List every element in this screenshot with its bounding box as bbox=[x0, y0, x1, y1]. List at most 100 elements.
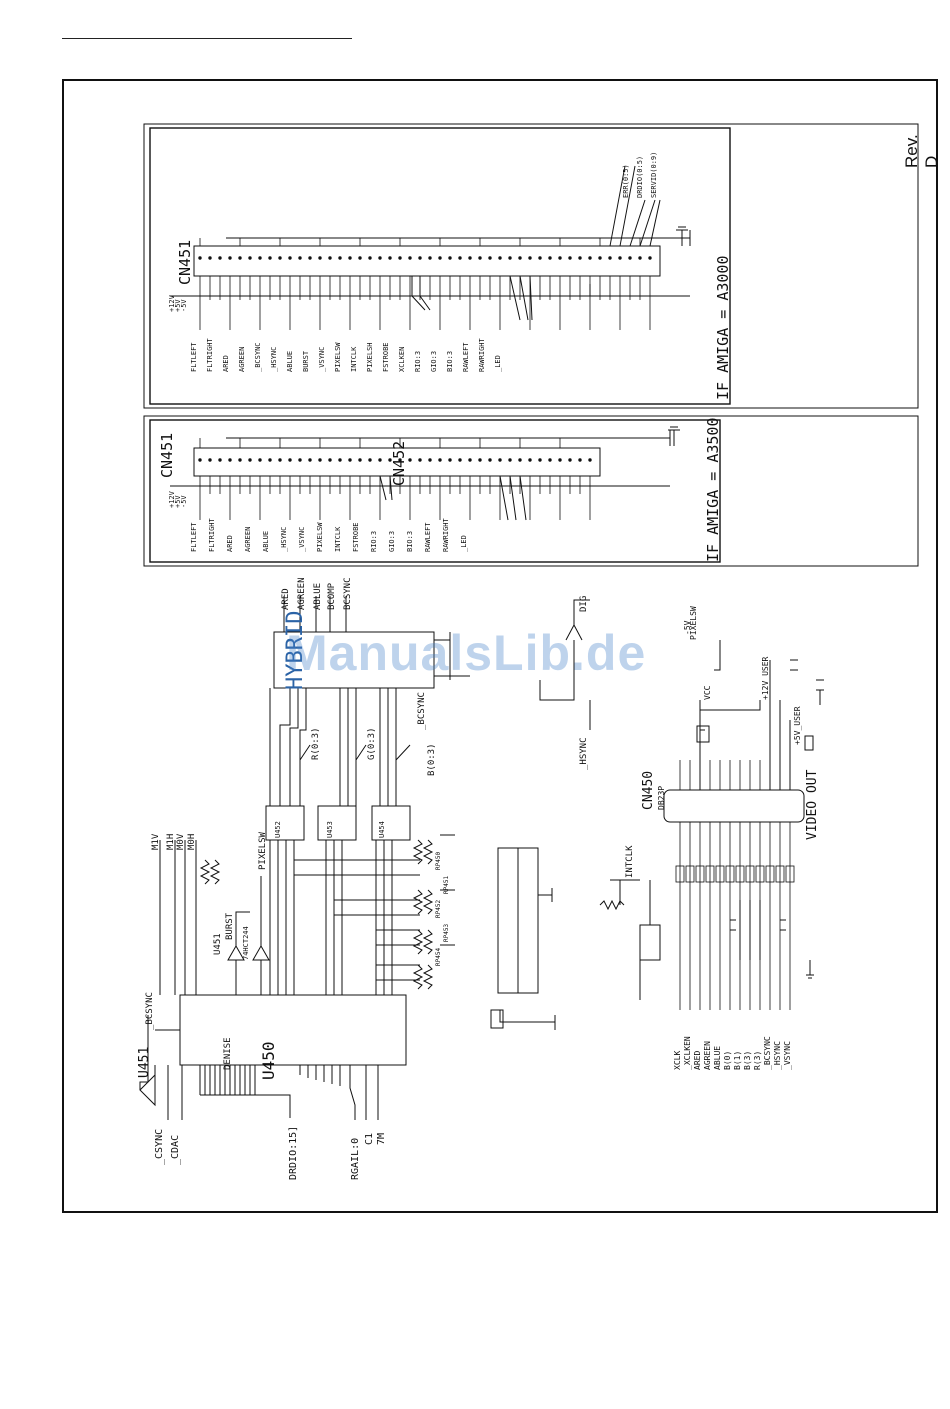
a3000-pin bbox=[558, 256, 562, 260]
net-m1v: M1V bbox=[151, 833, 161, 850]
video-out-label: VIDEO OUT bbox=[805, 769, 820, 840]
a3500-pin bbox=[278, 458, 282, 462]
a3000-signal-label: BURST bbox=[302, 350, 310, 372]
a3500-power-label: -5V bbox=[180, 495, 188, 508]
ferrite-bead bbox=[705, 865, 715, 883]
cn450-signal-label: R(3) bbox=[753, 1051, 762, 1070]
a3500-cn451-label: CN451 bbox=[158, 433, 176, 478]
a3500-pin bbox=[318, 458, 322, 462]
a3500-signal-label: GIO:3 bbox=[388, 531, 396, 552]
ferrite-bead bbox=[755, 865, 765, 883]
cn450-signal-label: AGREEN bbox=[703, 1041, 712, 1070]
a3500-pin bbox=[198, 458, 202, 462]
ferrite-bead bbox=[735, 865, 745, 883]
a3000-signal-label: ABLUE bbox=[286, 351, 294, 372]
a3000-pin bbox=[438, 256, 442, 260]
ferrite-bead bbox=[785, 865, 795, 883]
a3000-pin bbox=[348, 256, 352, 260]
a3000-signal-label: FLTRIGHT bbox=[206, 337, 214, 372]
a3500-condition-label: IF AMIGA = A3500 bbox=[704, 418, 722, 563]
a3500-signal-label: RAWRIGHT bbox=[442, 517, 450, 552]
net-b-bus: B(0:3) bbox=[427, 743, 437, 776]
a3500-signal-label: _HSYNC bbox=[280, 527, 288, 552]
a3000-pin bbox=[338, 256, 342, 260]
net-m1h: M1H bbox=[166, 834, 176, 850]
a3500-pin bbox=[568, 458, 572, 462]
a3000-pin bbox=[268, 256, 272, 260]
cn450-signal-label: _BCSYNC bbox=[763, 1036, 772, 1070]
buffer-top-part: 74HCT244 bbox=[242, 926, 250, 960]
ferrite-bead bbox=[685, 865, 695, 883]
a3000-pin bbox=[498, 256, 502, 260]
net-ared: ARED bbox=[281, 588, 291, 610]
a3000-pin bbox=[448, 256, 452, 260]
ferrite-bead bbox=[725, 865, 735, 883]
a3500-signal-label: FLTLEFT bbox=[190, 522, 198, 552]
a3000-pin bbox=[328, 256, 332, 260]
a3500-pin bbox=[268, 458, 272, 462]
a3500-pin bbox=[258, 458, 262, 462]
resistor-pack-label: RP450 bbox=[435, 852, 442, 870]
a3500-pin bbox=[328, 458, 332, 462]
net-neg5v: -5V bbox=[683, 620, 692, 635]
a3000-pin bbox=[258, 256, 262, 260]
a3500-pin bbox=[208, 458, 212, 462]
net-r-bus: R(0:3) bbox=[311, 727, 321, 760]
u450-part-label: DENISE bbox=[223, 1037, 233, 1070]
hybrid-label: HYBRID bbox=[283, 611, 308, 690]
ferrite-bead bbox=[695, 865, 705, 883]
a3500-pin bbox=[468, 458, 472, 462]
a3000-pin bbox=[628, 256, 632, 260]
latch-u454 bbox=[371, 805, 411, 841]
net-pos5-user: +5V_USER bbox=[793, 706, 802, 745]
a3000-pin bbox=[408, 256, 412, 260]
a3000-pin bbox=[618, 256, 622, 260]
header-rule bbox=[62, 38, 352, 39]
latch-u452 bbox=[265, 805, 305, 841]
a3000-pin bbox=[428, 256, 432, 260]
a3000-pin bbox=[378, 256, 382, 260]
a3500-pin bbox=[368, 458, 372, 462]
u451b-label: U451 bbox=[213, 933, 223, 955]
a3500-signal-label: FLTRIGHT bbox=[208, 517, 216, 552]
a3000-signal-label: _HSYNC bbox=[270, 347, 278, 372]
a3000-panel-inner bbox=[149, 127, 731, 405]
a3000-signal-label: INTCLK bbox=[350, 346, 358, 372]
a3000-signal-label: ARED bbox=[222, 355, 230, 372]
a3000-pin bbox=[488, 256, 492, 260]
a3000-pin bbox=[478, 256, 482, 260]
a3500-pin bbox=[488, 458, 492, 462]
a3000-signal-label: GIO:3 bbox=[430, 351, 438, 372]
net-agreen: AGREEN bbox=[297, 577, 307, 610]
a3000-signal-label: PIXELSW bbox=[334, 342, 342, 372]
ferrite-bead bbox=[715, 865, 725, 883]
a3000-pin bbox=[518, 256, 522, 260]
a3000-right-signal-label: SERVID(0:9) bbox=[650, 152, 658, 198]
a3000-signal-label: _VSYNC bbox=[318, 347, 326, 372]
a3500-pin bbox=[508, 458, 512, 462]
a3500-pin bbox=[378, 458, 382, 462]
a3000-pin bbox=[528, 256, 532, 260]
a3000-pin bbox=[468, 256, 472, 260]
net-bcomp: BCOMP bbox=[327, 582, 337, 610]
net-cn450-vcc: VCC bbox=[703, 685, 712, 700]
a3500-signal-label: PIXELSW bbox=[316, 522, 324, 552]
net-bcsync-out: BCSYNC bbox=[343, 577, 353, 610]
u450-label: U450 bbox=[259, 1041, 278, 1080]
net-bcsync-mid: _BCSYNC bbox=[417, 692, 427, 730]
a3500-power-label: +5V bbox=[174, 495, 182, 508]
net-g-bus: G(0:3) bbox=[367, 727, 377, 760]
a3000-signal-label: PIXELSH bbox=[366, 342, 374, 372]
cn450-part-label: DB23P bbox=[657, 786, 666, 810]
a3000-pin bbox=[318, 256, 322, 260]
latch-label: U453 bbox=[326, 821, 334, 838]
a3500-pin bbox=[288, 458, 292, 462]
a3500-signal-label: RAWLEFT bbox=[424, 522, 432, 552]
a3000-pin bbox=[278, 256, 282, 260]
denise-body bbox=[179, 994, 407, 1066]
net-intclk: INTCLK bbox=[625, 845, 635, 878]
a3500-pin bbox=[298, 458, 302, 462]
cn450-signal-label: _XCLKEN bbox=[683, 1036, 692, 1070]
a3500-pin bbox=[558, 458, 562, 462]
cn450-signal-label: XCLK bbox=[673, 1051, 682, 1070]
